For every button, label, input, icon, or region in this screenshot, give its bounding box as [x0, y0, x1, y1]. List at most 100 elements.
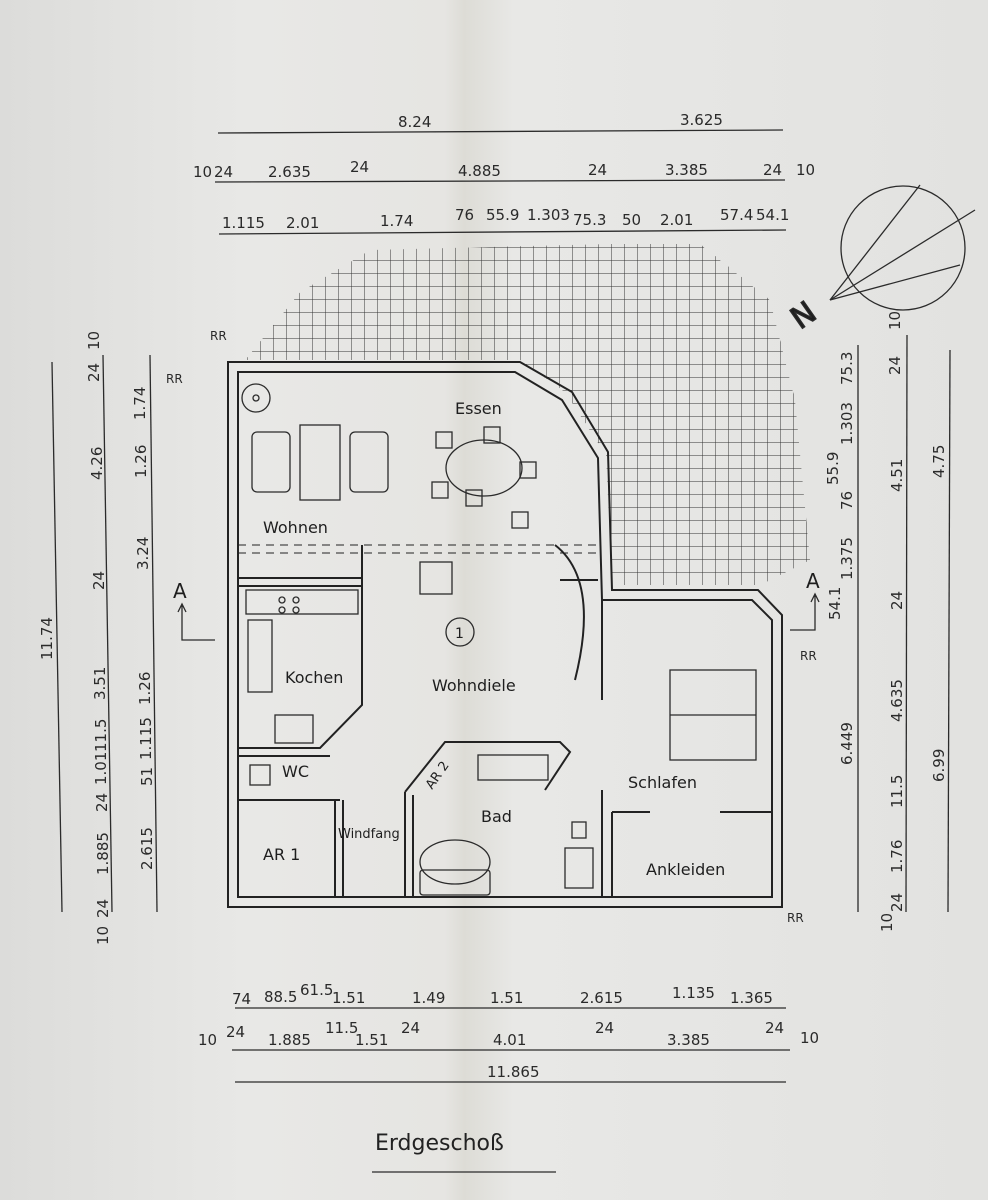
dim-label: 1.885 — [268, 1031, 311, 1049]
dim-label: 1.51 — [490, 989, 523, 1007]
dim-label: 1.885 — [94, 832, 112, 875]
terrace-grid — [245, 244, 810, 585]
dim-label: 10 — [796, 161, 815, 179]
dim-label: 1.365 — [730, 989, 773, 1007]
dim-label: 88.5 — [264, 988, 297, 1006]
dim-label: 4.26 — [88, 447, 106, 480]
dim-label: 11.5 — [888, 775, 906, 808]
dim-label: 1.51 — [355, 1031, 388, 1049]
dim-label: 24 — [350, 158, 369, 176]
section-marker-left: A — [173, 579, 187, 603]
dim-label: 1.74 — [131, 387, 149, 420]
dim-label: 61.5 — [300, 981, 333, 999]
dim-label: 1.49 — [412, 989, 445, 1007]
dim-label: 3.385 — [665, 161, 708, 179]
dim-label: 3.51 — [91, 667, 109, 700]
dim-label: 24 — [90, 571, 108, 590]
interior-walls — [238, 544, 772, 897]
dim-label: 50 — [622, 211, 641, 229]
dim-label: 1.51 — [332, 989, 365, 1007]
north-compass-icon: N — [784, 184, 976, 337]
dimension-labels: 8.24 3.625 10 24 2.635 24 4.885 24 3.385… — [38, 111, 948, 1081]
dim-label: 24 — [765, 1019, 784, 1037]
dim-label: 24 — [588, 161, 607, 179]
dim-label: 24 — [888, 893, 906, 912]
dim-label: 24 — [888, 591, 906, 610]
dim-label: 10 — [85, 331, 103, 350]
dim-label: 2.01 — [660, 211, 693, 229]
dim-label: 11.74 — [38, 617, 56, 660]
dim-label: 1.303 — [527, 206, 570, 224]
dim-label: 2.615 — [580, 989, 623, 1007]
dim-label: 8.24 — [398, 113, 431, 131]
dim-label: 24 — [595, 1019, 614, 1037]
room-windfang: Windfang — [338, 827, 400, 842]
room-ar1: AR 1 — [263, 845, 300, 864]
rr-label: RR — [166, 372, 183, 386]
dim-label: 1.74 — [380, 212, 413, 230]
dim-label: 4.51 — [888, 459, 906, 492]
dim-label: 4.01 — [493, 1031, 526, 1049]
north-label: N — [785, 295, 823, 337]
section-marker-right: A — [806, 569, 820, 593]
dim-label: 1.76 — [888, 840, 906, 873]
dim-label: 4.885 — [458, 162, 501, 180]
dim-label: 76 — [838, 491, 856, 510]
dim-label: 4.75 — [930, 445, 948, 478]
dim-label: 1.115 — [137, 717, 155, 760]
dim-label: 24 — [763, 161, 782, 179]
dim-label: 11.865 — [487, 1063, 540, 1081]
dim-label: 24 — [93, 793, 111, 812]
dim-label: 1.303 — [838, 402, 856, 445]
dim-label: 10 — [94, 926, 112, 945]
rr-label: RR — [787, 911, 804, 925]
floor-title: Erdgeschoß — [375, 1131, 504, 1156]
room-wohnen: Wohnen — [263, 518, 328, 537]
dim-label: 1.01 — [92, 752, 110, 785]
dim-label: 24 — [886, 356, 904, 375]
dim-label: 24 — [214, 163, 233, 181]
dim-label: 24 — [94, 899, 112, 918]
dim-label: 11.5 — [325, 1019, 358, 1037]
dim-label: 2.01 — [286, 214, 319, 232]
dim-label: 6.99 — [930, 749, 948, 782]
dim-label: 75.3 — [838, 352, 856, 385]
dim-label: 2.635 — [268, 163, 311, 181]
dim-label: 3.385 — [667, 1031, 710, 1049]
stair-marker: 1 — [455, 626, 464, 642]
room-wohndiele: Wohndiele — [432, 676, 516, 695]
dim-label: 10 — [878, 913, 896, 932]
dim-label: 10 — [886, 311, 904, 330]
exterior-walls — [227, 361, 783, 908]
dim-label: 24 — [226, 1023, 245, 1041]
room-kochen: Kochen — [285, 668, 343, 687]
dim-label: 1.26 — [136, 672, 154, 705]
room-bad: Bad — [481, 807, 512, 826]
dim-label: 10 — [800, 1029, 819, 1047]
rr-label: RR — [800, 649, 817, 663]
dim-label: 74 — [232, 990, 251, 1008]
room-labels: Wohnen Essen Kochen Wohndiele Schlafen B… — [263, 399, 725, 879]
dimension-lines — [51, 129, 951, 1083]
dim-label: 54.1 — [826, 587, 844, 620]
dim-label: 76 — [455, 206, 474, 224]
dim-label: 1.135 — [672, 984, 715, 1002]
room-schlafen: Schlafen — [628, 773, 697, 792]
room-ankleiden: Ankleiden — [646, 860, 725, 879]
dim-label: 57.4 — [720, 206, 753, 224]
dim-label: 11.5 — [92, 719, 110, 752]
dim-label: 10 — [198, 1031, 217, 1049]
markers: A A RR RR RR RR — [166, 329, 820, 925]
room-wc: WC — [282, 762, 309, 781]
rr-label: RR — [210, 329, 227, 343]
dim-label: 75.3 — [573, 211, 606, 229]
dim-label: 54.1 — [756, 206, 789, 224]
room-essen: Essen — [455, 399, 502, 418]
dim-label: 6.449 — [838, 722, 856, 765]
dim-label: 3.625 — [680, 111, 723, 129]
dim-label: 4.635 — [888, 679, 906, 722]
dim-label: 1.115 — [222, 214, 265, 232]
dim-label: 24 — [401, 1019, 420, 1037]
dim-label: 1.26 — [132, 445, 150, 478]
